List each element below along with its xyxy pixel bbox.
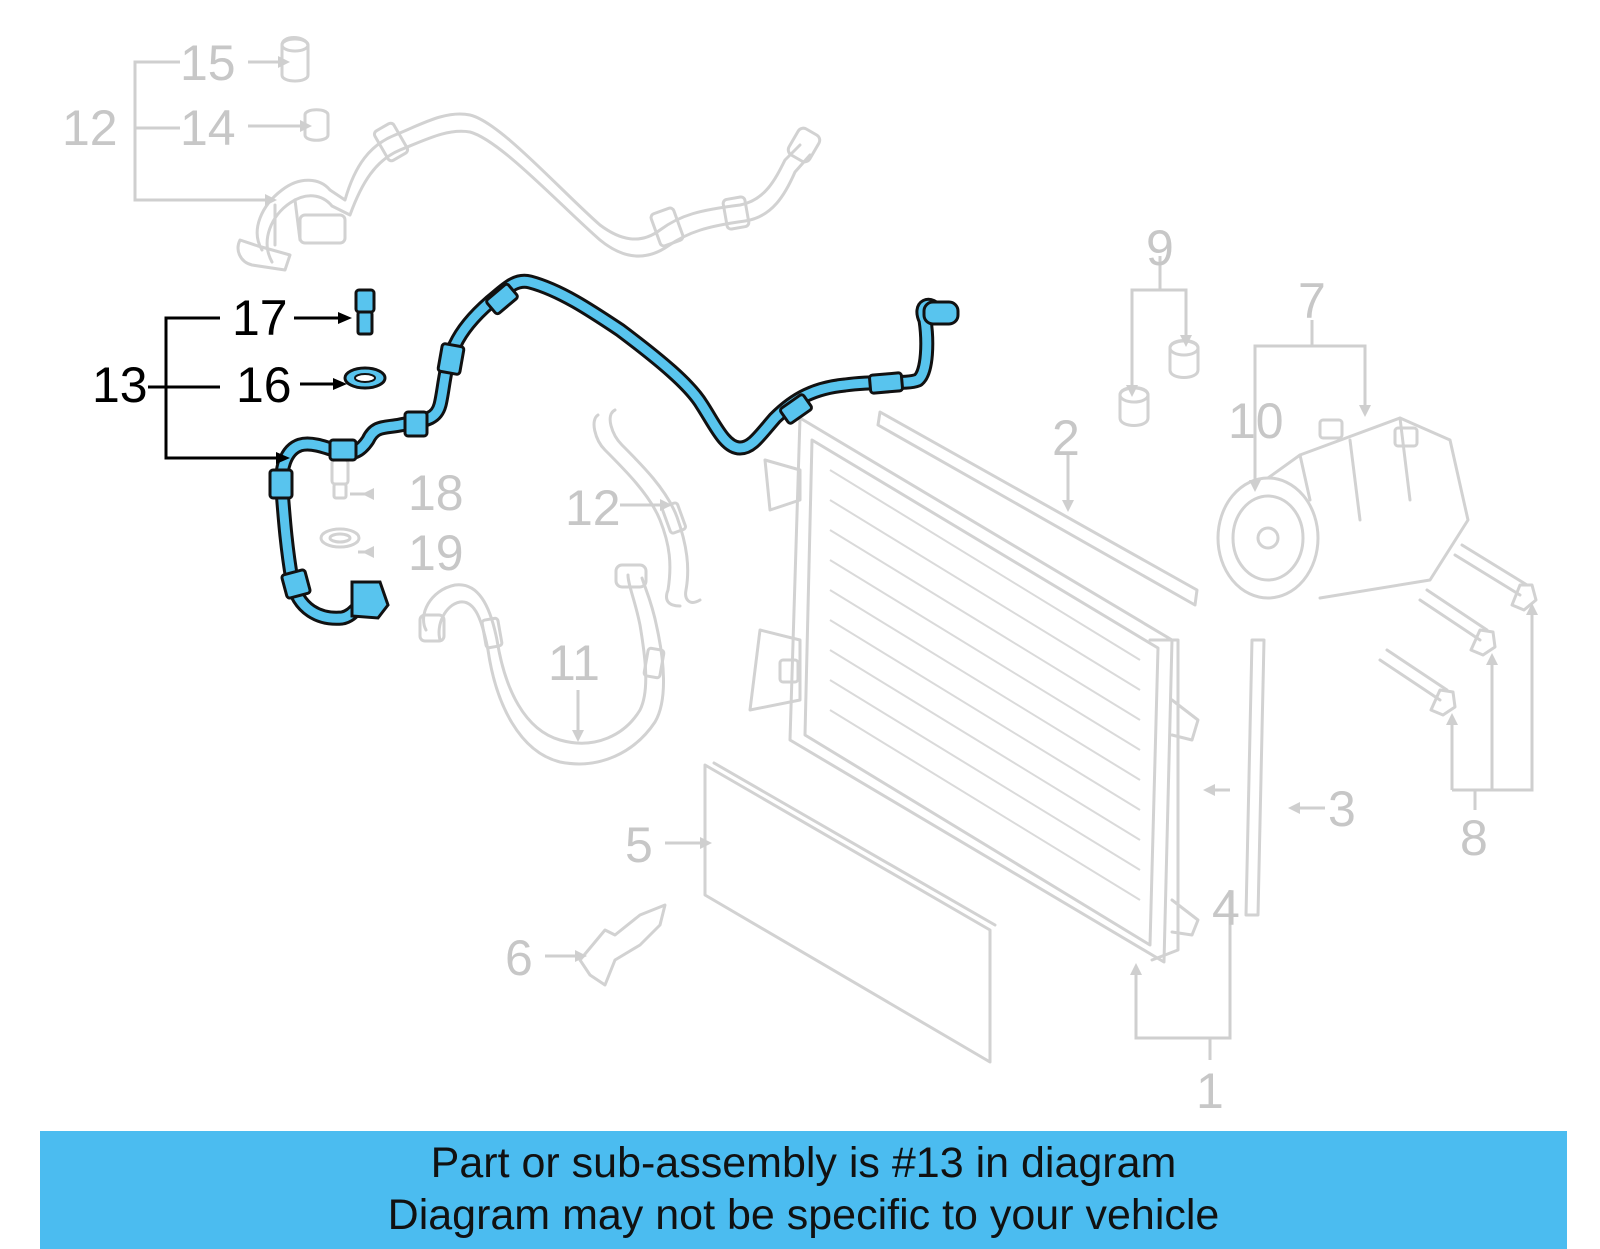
callout-5: 5	[625, 817, 653, 873]
arrowheads-dim	[265, 56, 1538, 975]
callout-3: 3	[1328, 781, 1356, 837]
callout-8: 8	[1460, 810, 1488, 866]
info-banner: Part or sub-assembly is #13 in diagram D…	[40, 1131, 1567, 1249]
part-16-oring	[343, 366, 387, 390]
part-14-cap	[303, 108, 330, 142]
part-2-seal	[876, 410, 1199, 607]
callout-13: 13	[92, 357, 148, 413]
part-5-shield	[703, 761, 997, 1064]
callout-14: 14	[180, 100, 236, 156]
callout-10: 10	[1228, 393, 1284, 449]
callout-12-mid: 12	[565, 480, 621, 536]
condenser	[748, 416, 1200, 964]
callout-16: 16	[236, 357, 292, 413]
banner-line-2: Diagram may not be specific to your vehi…	[387, 1191, 1220, 1239]
callout-19: 19	[408, 525, 464, 581]
part-17-switch	[354, 288, 376, 336]
callout-2: 2	[1052, 410, 1080, 466]
part-15-cap	[280, 36, 310, 83]
banner-line-1: Part or sub-assembly is #13 in diagram	[430, 1139, 1177, 1187]
callout-4: 4	[1212, 880, 1240, 936]
callout-11: 11	[548, 635, 600, 691]
part-3-strip	[1244, 638, 1266, 917]
callout-15: 15	[180, 35, 236, 91]
callout-1: 1	[1196, 1063, 1224, 1119]
hose-11	[418, 563, 666, 766]
compressor	[1216, 416, 1470, 600]
part-18-switch	[330, 458, 350, 500]
leader-lines-dark	[148, 312, 352, 464]
callout-7: 7	[1298, 273, 1326, 329]
hose-assembly-12-upper	[236, 112, 822, 272]
callout-12-top: 12	[62, 100, 118, 156]
callout-6: 6	[505, 930, 533, 986]
callout-17: 17	[232, 290, 288, 346]
callout-labels: 15 12 14 17 13 16 18 19 12 11 2 9 7 10 3…	[62, 35, 1488, 1119]
part-19-oring	[319, 527, 361, 549]
leader-lines-dim	[133, 60, 1534, 1060]
part-6-bracket	[578, 903, 667, 987]
highlighted-hose-13	[268, 273, 960, 626]
part-8-bolts	[1378, 543, 1538, 717]
callout-18: 18	[408, 465, 464, 521]
callout-9: 9	[1146, 220, 1174, 276]
